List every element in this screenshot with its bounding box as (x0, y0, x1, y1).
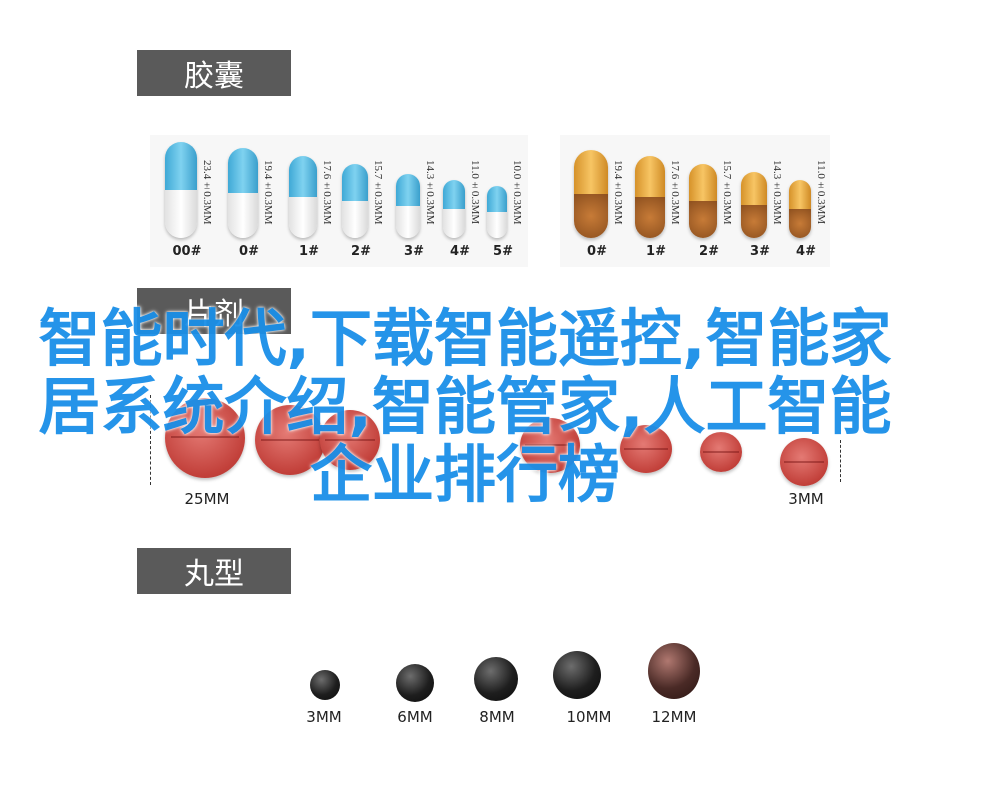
capsule-2 (689, 164, 717, 238)
pill-label: 8MM (479, 708, 515, 726)
pill-8mm (474, 657, 518, 701)
capsule-size-label: 0# (239, 244, 259, 259)
pill-label: 6MM (397, 708, 433, 726)
pill-label: 12MM (651, 708, 697, 726)
capsule-dimension: 15.7±0.3MM (372, 160, 384, 225)
capsule-size-label: 4# (796, 244, 816, 259)
capsule-1 (228, 148, 258, 238)
right-dimension-arrow (840, 440, 842, 482)
capsule-size-label: 2# (699, 244, 719, 259)
tablet (620, 425, 672, 473)
capsule-dimension: 19.4±0.3MM (262, 160, 274, 225)
capsule-5 (443, 180, 465, 238)
tablet-25mm (165, 398, 245, 478)
pill-12mm (648, 643, 700, 699)
pill-3mm (310, 670, 340, 700)
capsule-dimension: 10.0±0.3MM (511, 160, 523, 225)
capsule-4 (789, 180, 811, 238)
capsule-3 (342, 164, 368, 238)
tablet-section-label: 片剂 (137, 288, 291, 334)
capsule-dimension: 17.6±0.3MM (321, 160, 333, 225)
capsule-size-label: 3# (404, 244, 424, 259)
capsule-6 (487, 186, 507, 238)
capsule-section-label: 胶囊 (137, 50, 291, 96)
capsule-0 (165, 142, 197, 238)
capsule-size-label: 1# (299, 244, 319, 259)
capsule-1 (635, 156, 665, 238)
capsule-dimension: 17.6±0.3MM (669, 160, 681, 225)
tablet (700, 432, 742, 472)
tablet (255, 405, 325, 475)
tablet (320, 410, 380, 470)
tablet-right-size: 3MM (788, 490, 824, 508)
tablet-3mm (780, 438, 828, 486)
capsule-dimension: 15.7±0.3MM (721, 160, 733, 225)
pill-6mm (396, 664, 434, 702)
capsule-dimension: 14.3±0.3MM (771, 160, 783, 225)
capsule-0 (574, 150, 608, 238)
capsule-size-label: 5# (493, 244, 513, 259)
capsule-dimension: 11.0±0.3MM (469, 160, 481, 225)
tablet-left-size: 25MM (184, 490, 230, 508)
capsule-size-label: 00# (172, 244, 202, 259)
capsule-size-label: 2# (351, 244, 371, 259)
capsule-2 (289, 156, 317, 238)
pill-section-label: 丸型 (137, 548, 291, 594)
blue-capsule-panel (150, 135, 528, 267)
capsule-size-label: 0# (587, 244, 607, 259)
tablet (520, 418, 580, 473)
pill-label: 3MM (306, 708, 342, 726)
overlay-title: 智能时代,下载智能遥控,智能家居系统介绍,智能管家,人工智能企业排行榜 (38, 302, 892, 511)
capsule-size-label: 1# (646, 244, 666, 259)
capsule-dimension: 19.4±0.3MM (612, 160, 624, 225)
capsule-dimension: 11.0±0.3MM (815, 160, 827, 225)
pill-label: 10MM (566, 708, 612, 726)
capsule-4 (396, 174, 420, 238)
capsule-size-label: 4# (450, 244, 470, 259)
capsule-3 (741, 172, 767, 238)
pill-10mm (553, 651, 601, 699)
capsule-dimension: 23.4±0.3MM (201, 160, 213, 225)
left-dimension-arrow (150, 395, 152, 485)
capsule-dimension: 14.3±0.3MM (424, 160, 436, 225)
capsule-size-label: 3# (750, 244, 770, 259)
